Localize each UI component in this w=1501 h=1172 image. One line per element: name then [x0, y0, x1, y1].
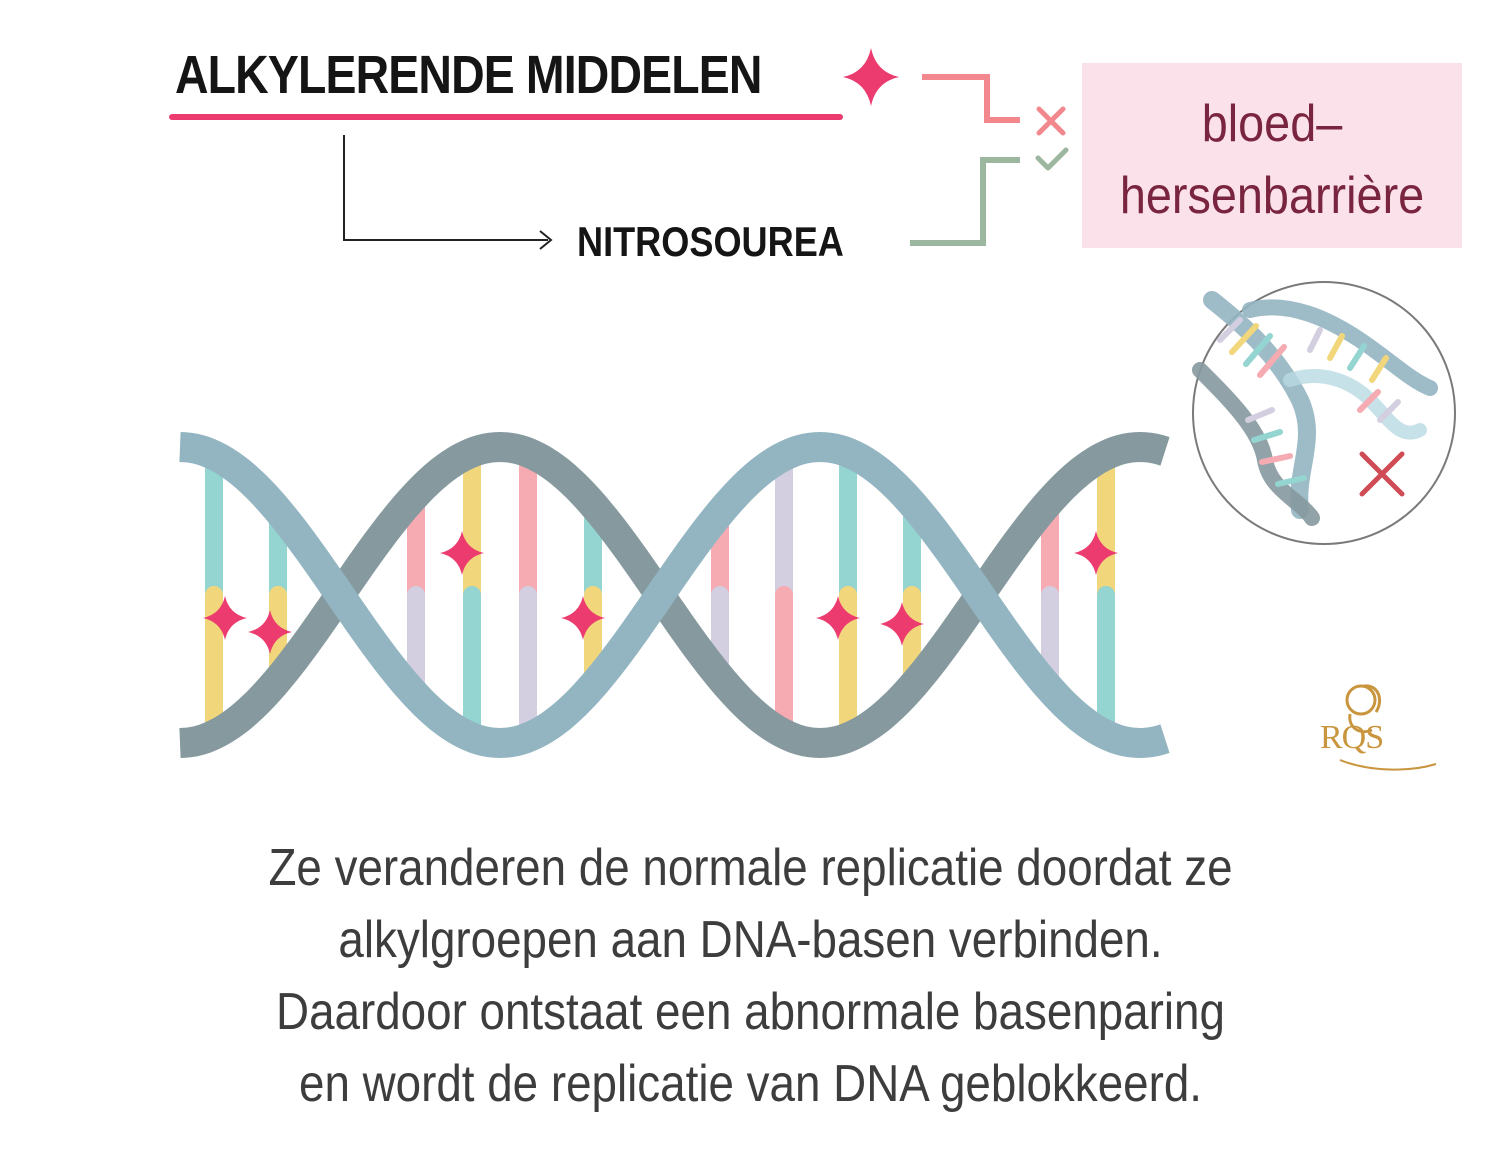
caption-line-1: Ze veranderen de normale replicatie door…: [268, 839, 1233, 897]
alkyl-sparkle-icon: [203, 596, 247, 640]
barrier-label-line1: bloed–: [1201, 95, 1343, 153]
cross-icon: [1036, 106, 1066, 136]
subtitle-nitrosourea: NITROSOUREA: [577, 218, 844, 265]
alkyl-sparkle-icon: [816, 596, 860, 640]
lion-emblem-icon: [1345, 684, 1381, 734]
dna-strand-front: [179, 431, 1170, 759]
dna-strands: [179, 431, 1170, 759]
caption: Ze veranderen de normale replicatie door…: [90, 832, 1411, 1120]
alkyl-sparkle-icon: [1074, 531, 1118, 575]
caption-line-4: en wordt de replicatie van DNA geblokkee…: [298, 1055, 1202, 1113]
logo-swoosh: [1339, 759, 1437, 771]
broken-dna-icon: [1192, 291, 1438, 526]
dna-helix: [179, 431, 1170, 759]
check-icon: [1035, 147, 1069, 171]
blocked-cross-icon: [1359, 451, 1405, 497]
logo-text: RQS: [1320, 719, 1383, 756]
caption-line-2: alkylgroepen aan DNA-basen verbinden.: [338, 911, 1163, 969]
broken-dna-inset: [1192, 281, 1456, 545]
barrier-label: bloed– hersenbarrière: [1101, 88, 1443, 232]
caption-line-3: Daardoor ontstaat een abnormale basenpar…: [276, 983, 1225, 1041]
dna-alkyl-markers: [203, 531, 1118, 654]
alkyl-sparkle-icon: [880, 602, 924, 646]
arrow-to-nitrosourea: [343, 135, 553, 250]
blocked-connector: [922, 74, 1020, 123]
barrier-box: [1082, 63, 1462, 248]
passes-connector: [910, 157, 1020, 246]
alkyl-sparkle-icon: [248, 610, 292, 654]
alkyl-sparkle-icon: [561, 596, 605, 640]
barrier-label-line2: hersenbarrière: [1119, 167, 1425, 225]
sparkle-icon: [843, 48, 899, 106]
rqs-logo: RQS: [1320, 684, 1437, 771]
title-alkylerende-middelen: ALKYLERENDE MIDDELEN: [175, 45, 762, 105]
alkyl-sparkle-icon: [440, 531, 484, 575]
